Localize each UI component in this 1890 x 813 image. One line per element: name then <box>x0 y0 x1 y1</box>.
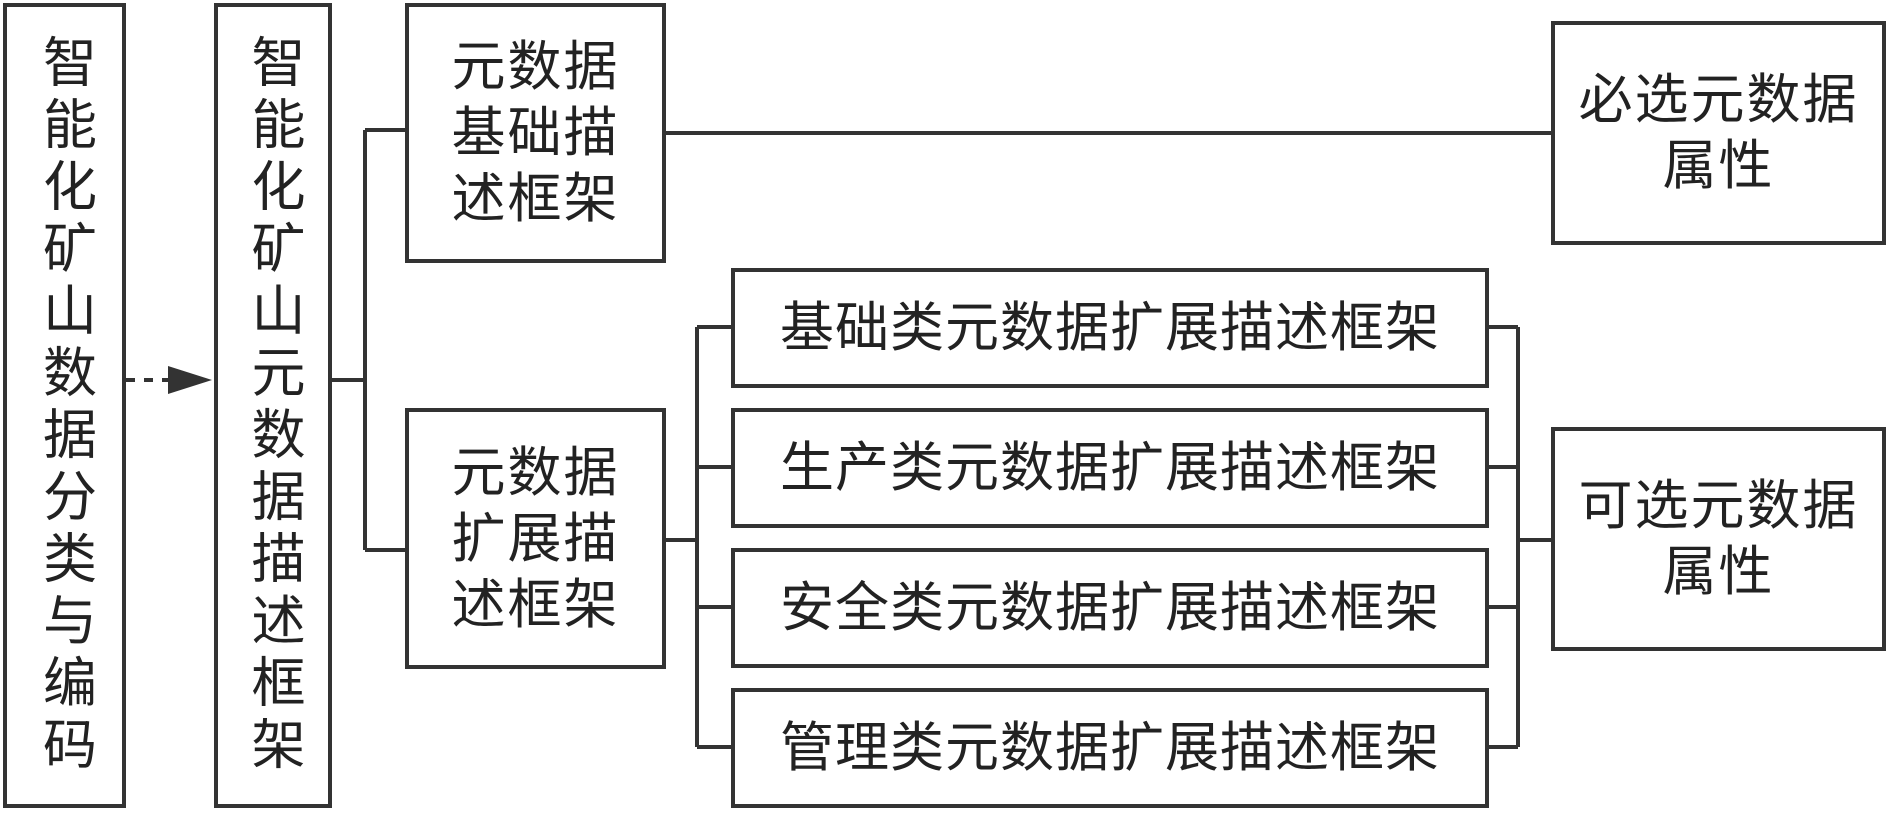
mandatory-attributes-label: 必选元数据 属性 <box>1578 68 1859 197</box>
optional-attributes-box: 可选元数据 属性 <box>1551 427 1886 651</box>
classification-box: 智能化矿山数据分类与编码 <box>3 3 126 808</box>
extension-management-box: 管理类元数据扩展描述框架 <box>731 688 1489 808</box>
extension-safety-box: 安全类元数据扩展描述框架 <box>731 548 1489 668</box>
basic-framework-box: 元数据 基础描 述框架 <box>405 3 666 263</box>
extension-basic-label: 基础类元数据扩展描述框架 <box>780 296 1440 359</box>
extension-production-label: 生产类元数据扩展描述框架 <box>780 436 1440 499</box>
extension-framework-box: 元数据 扩展描 述框架 <box>405 408 666 669</box>
framework-label: 智能化矿山元数据描述框架 <box>242 33 305 778</box>
extension-framework-label: 元数据 扩展描 述框架 <box>451 440 620 636</box>
extension-safety-label: 安全类元数据扩展描述框架 <box>780 576 1440 639</box>
extension-production-box: 生产类元数据扩展描述框架 <box>731 408 1489 528</box>
extension-basic-box: 基础类元数据扩展描述框架 <box>731 268 1489 388</box>
classification-label: 智能化矿山数据分类与编码 <box>33 33 97 778</box>
optional-attributes-label: 可选元数据 属性 <box>1578 474 1859 603</box>
mandatory-attributes-box: 必选元数据 属性 <box>1551 21 1886 245</box>
arrow-head-icon <box>168 366 212 394</box>
basic-framework-label: 元数据 基础描 述框架 <box>451 35 620 230</box>
framework-box: 智能化矿山元数据描述框架 <box>214 3 332 808</box>
extension-management-label: 管理类元数据扩展描述框架 <box>780 716 1440 779</box>
